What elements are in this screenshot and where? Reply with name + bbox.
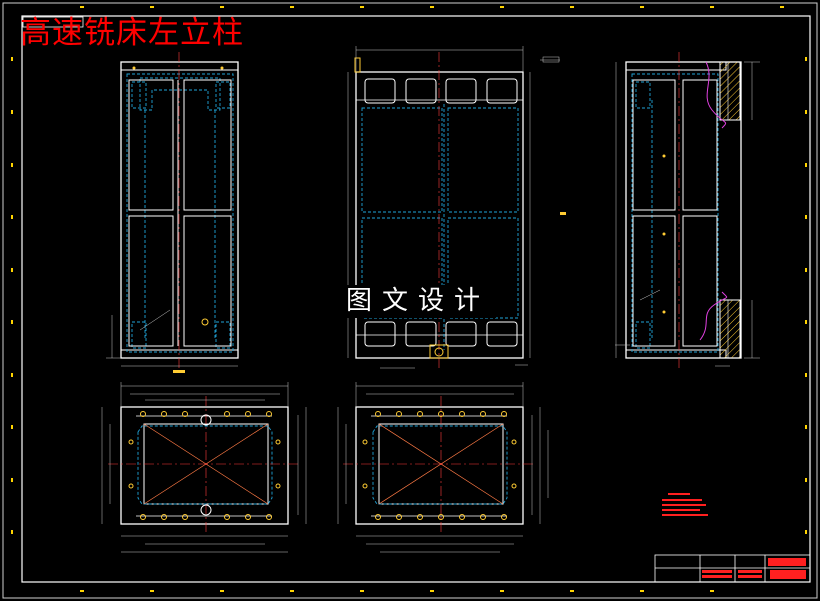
- section-view: [615, 52, 760, 368]
- title-block: [654, 554, 811, 583]
- front-view: [106, 52, 239, 373]
- zone-ticks: [11, 6, 807, 592]
- top-view-left: [101, 382, 307, 553]
- watermark-text: 图文设计: [340, 285, 497, 318]
- drawing-title: 高速铣床左立柱: [20, 15, 244, 51]
- small-label-box: [22, 16, 84, 28]
- top-view-right: [337, 382, 549, 553]
- technical-notes: [662, 493, 708, 516]
- side-view: [347, 46, 566, 369]
- inner-border: [21, 15, 811, 583]
